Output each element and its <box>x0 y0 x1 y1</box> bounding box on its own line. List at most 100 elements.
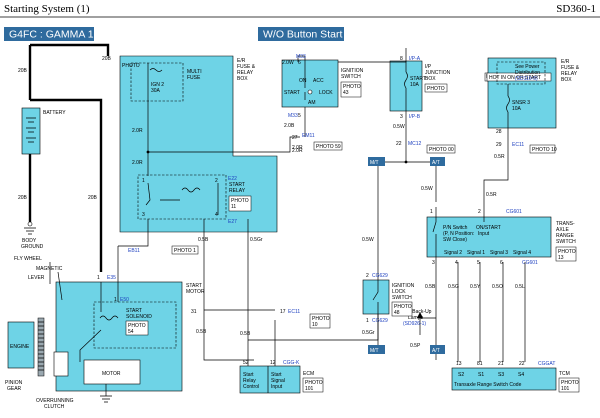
signal-1: Signal 1 <box>467 250 485 256</box>
at-tag: A/T <box>432 160 440 166</box>
photo-trans-1: PHOTO <box>558 249 576 255</box>
ground-ring <box>27 221 33 227</box>
conn-cg601-bottom: CG601 <box>522 260 538 266</box>
wire-05w-mt: 0.5W <box>362 237 374 243</box>
at-tag-bg <box>430 157 445 166</box>
ignition-switch-box <box>281 59 339 108</box>
tcm-label: TCM <box>559 371 570 377</box>
er-box-label-3: RELAY <box>237 70 254 76</box>
s-label-2: S2 <box>458 372 464 378</box>
multi-fuse-dashed <box>130 62 184 102</box>
pin-13: 13 <box>456 361 462 367</box>
signal-3: Signal 3 <box>490 250 508 256</box>
photo-ec11r <box>529 144 556 154</box>
ign-pos-lock: LOCK <box>319 90 333 96</box>
snsr-out-wire <box>483 128 509 207</box>
conn-em11: EM11 <box>302 133 315 139</box>
wire-05w-ip: 0.5W <box>393 124 405 130</box>
relay-contact <box>145 182 180 206</box>
wire-20r-a: 2.0R <box>132 128 143 134</box>
trans-label-1: TRANS- <box>556 221 575 227</box>
ip-box-label-3: BOX <box>425 76 436 82</box>
wire-sb05-relay: 0.5B <box>198 237 209 243</box>
wire-20b-left: 20B <box>18 68 28 74</box>
conn-ef-a: I/P-A <box>409 56 421 62</box>
photo-trans-2: 13 <box>558 255 564 261</box>
photo-ign-1: PHOTO <box>343 84 361 90</box>
wire-05r-b: 0.5R <box>486 192 497 198</box>
photo-mc12 <box>426 144 456 154</box>
snsr-fuse-icon <box>506 95 510 113</box>
conn-e35: E35 <box>107 275 116 281</box>
relay-pin-1: 1 <box>142 178 145 184</box>
ign2-label-1: IGN 2 <box>151 82 164 88</box>
wire-sgr: 0.5Gr <box>250 237 263 243</box>
conn-ec11-right: EC11 <box>512 142 524 148</box>
solenoid-label-2: SOLENOID <box>126 314 152 320</box>
er-right-box <box>487 57 557 129</box>
wire-20b-ign: 2.0B <box>284 123 295 129</box>
motor-body <box>83 359 141 385</box>
wire-05r-a: 0.5R <box>494 154 505 160</box>
photo-tcm-1: PHOTO <box>561 380 579 386</box>
relay-to-e11-wire <box>118 219 149 247</box>
pin-2-lock: 2 <box>366 273 369 279</box>
photo-tcm <box>558 377 580 393</box>
body-ground-icon <box>24 227 36 235</box>
photo-eb11 <box>171 245 199 255</box>
photo-relay-2: 11 <box>231 204 236 210</box>
photo-ign-2: 43 <box>343 90 349 96</box>
conn-cg629-bottom: CG629 <box>372 318 388 324</box>
wire-05g: 0.5G <box>448 284 459 290</box>
photo-solenoid <box>125 320 149 336</box>
ign2-fuse-icon <box>149 68 163 72</box>
pin-21: 21 <box>498 361 504 367</box>
er-photo-1: PHOTO <box>122 63 140 69</box>
ip-fuse-label-2: 10A <box>410 82 420 88</box>
see-power-dashed <box>496 61 546 85</box>
s-label-3: S3 <box>498 372 504 378</box>
pn-switch-1: P/N Switch <box>443 225 468 231</box>
battery-cells <box>26 117 36 143</box>
engine-banner-bg <box>4 27 94 41</box>
er-right-label-3: RELAY <box>561 71 578 77</box>
solenoid-dashed <box>93 301 177 349</box>
pin-29: 29 <box>496 142 502 148</box>
wire-05p: 0.5P <box>410 343 421 349</box>
wire-05b-ps: 0.5B <box>196 329 207 335</box>
pin-5: 5 <box>298 113 301 119</box>
at-tag2-bg <box>430 345 445 354</box>
ign2-label-2: 30A <box>151 88 161 94</box>
magnetic-label: MAGNETIC <box>36 266 63 272</box>
ecm-input-wires <box>247 320 276 366</box>
er-box-label-2: FUSE & <box>237 64 256 70</box>
lock-out-wire <box>248 314 379 341</box>
ign-to-ip-wire <box>338 48 407 63</box>
start-relay-dashed <box>137 174 227 220</box>
conn-mc12: MC12 <box>408 141 422 147</box>
conn-m33-top: M33 <box>296 54 306 60</box>
pn-switch-3: SW Close) <box>443 237 467 243</box>
body-ground-2: GROUND <box>21 244 44 250</box>
lock-label-3: SWITCH <box>392 295 412 301</box>
battery-main-cable <box>28 43 110 100</box>
page-code: SD360-1 <box>556 3 596 15</box>
er-right-label-1: E/R <box>561 59 570 65</box>
pin-31: 31 <box>191 309 197 315</box>
photo-ign <box>340 81 362 98</box>
onstart-2: Input <box>478 231 490 237</box>
ign-switch-feed-wire <box>148 136 300 153</box>
engine-box <box>7 321 35 369</box>
pin-12: 12 <box>270 360 276 366</box>
wire-20b-mid: 20B <box>88 195 98 201</box>
lock-label-2: LOCK <box>392 289 406 295</box>
lock-label-1: IGNITION <box>392 283 415 289</box>
conn-e22: E22 <box>228 176 237 182</box>
start-motor-label-2: MOTOR <box>186 289 205 295</box>
wire-05w-at: 0.5W <box>421 186 433 192</box>
lever-lines <box>49 262 63 301</box>
trans-label-3: RANGE <box>556 233 574 239</box>
page-title: Starting System (1) <box>4 3 90 15</box>
trans-label-4: SWITCH <box>556 239 576 245</box>
relay-to-ecm-wire <box>203 219 254 361</box>
